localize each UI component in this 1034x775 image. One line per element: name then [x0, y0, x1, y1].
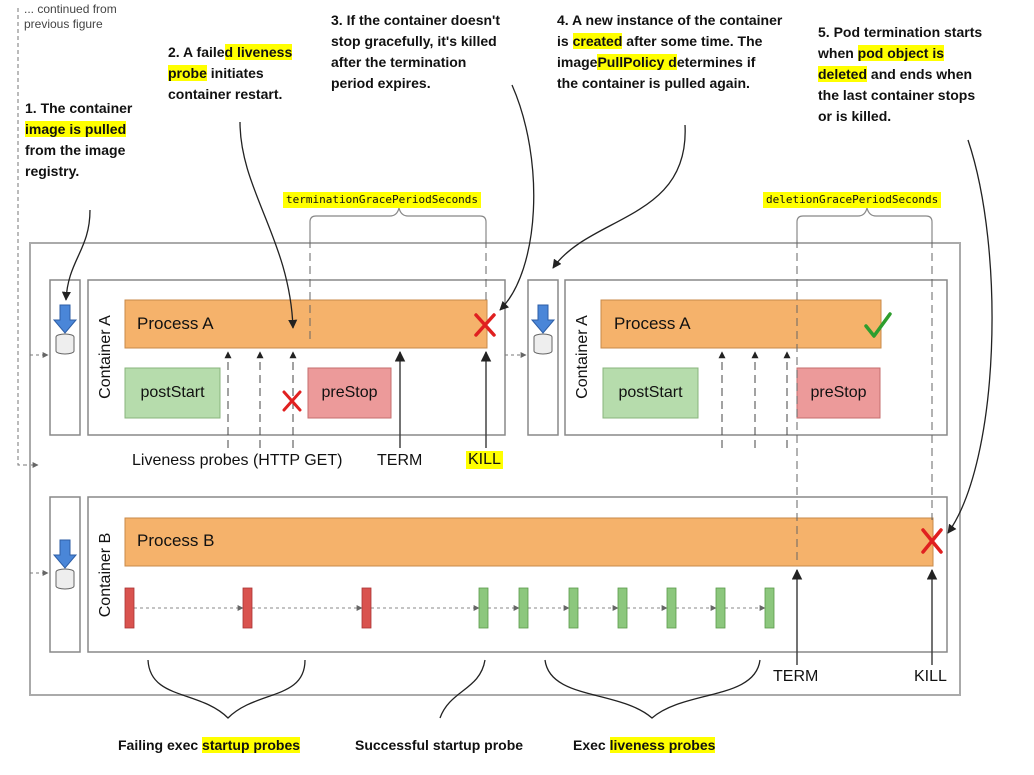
exec-liveness-probe [568, 587, 579, 629]
process-a2-bar [600, 299, 882, 349]
image-pull-icon [530, 304, 556, 355]
kill-x-icon [474, 313, 496, 337]
process-a2-label: Process A [614, 314, 691, 333]
image-pull-icon [52, 304, 78, 355]
exec-liveness-probe [518, 587, 529, 629]
callout-5: 5. Pod termination starts when pod objec… [818, 24, 983, 124]
post-start-a1-label: postStart [140, 384, 205, 401]
container-a1-label: Container A [97, 315, 114, 399]
liveness-probes-a2 [718, 351, 791, 448]
callout-3: 3. If the container doesn't stop gracefu… [331, 12, 501, 91]
post-start-a1-box [124, 367, 221, 419]
check-icon [864, 312, 892, 338]
exec-liveness-probe [764, 587, 775, 629]
exec-liveness-brace [544, 659, 761, 719]
callout-2-arrow [239, 121, 298, 329]
callout-3-arrow [499, 84, 535, 311]
exec-liveness-probe [617, 587, 628, 629]
container-a2-label: Container A [574, 315, 591, 399]
kill-label-a1: KILL [466, 451, 503, 469]
kill-x-icon [921, 528, 943, 554]
callout-4-arrow [552, 124, 686, 269]
failing-probes-brace [147, 659, 306, 719]
post-start-a2-label: postStart [618, 384, 683, 401]
continued-note: ... continued from previous figure [24, 2, 117, 31]
process-b-label: Process B [137, 531, 215, 550]
successful-probe-brace [439, 659, 486, 719]
continued-connector [17, 8, 39, 468]
termination-grace-bracket [309, 207, 487, 340]
post-start-a2-box [602, 367, 699, 419]
deletion-grace-label: deletionGracePeriodSeconds [763, 192, 942, 208]
callout-2: 2. A failed liveness probe initiates con… [168, 44, 293, 102]
failed-probe-x-icon [282, 390, 302, 412]
pre-stop-a2-label: preStop [810, 384, 867, 401]
callout-1-arrow [61, 209, 91, 301]
pre-stop-a1-box [307, 367, 392, 419]
termination-grace-label: terminationGracePeriodSeconds [283, 192, 482, 208]
process-a1-label: Process A [137, 314, 214, 333]
liveness-probes-label: Liveness probes (HTTP GET) [132, 452, 343, 469]
callout-5-arrow [947, 139, 993, 534]
liveness-probes-a1 [224, 351, 297, 448]
successful-startup-probe [478, 587, 489, 629]
exec-liveness-probe [715, 587, 726, 629]
term-label-a1: TERM [377, 452, 423, 469]
failed-startup-probe [361, 587, 372, 629]
pre-stop-a1-label: preStop [321, 384, 378, 401]
failed-startup-probe [242, 587, 253, 629]
outer-frame [29, 242, 961, 696]
process-a1-bar [124, 299, 488, 349]
failed-startup-probe [124, 587, 135, 629]
container-b-label: Container B [97, 532, 114, 618]
process-b-bar [124, 517, 934, 567]
failing-startup-probes-label: Failing exec startup probes [118, 737, 301, 753]
callout-4: 4. A new instance of the container is cr… [557, 12, 783, 91]
image-pull-icon [52, 539, 78, 590]
pull-box-a1 [49, 279, 81, 436]
deletion-grace-bracket [796, 207, 933, 560]
term-label-b: TERM [773, 668, 819, 685]
kill-label-b: KILL [914, 668, 947, 685]
exec-liveness-probe [666, 587, 677, 629]
successful-startup-probe-label: Successful startup probe [355, 737, 524, 753]
callout-1: 1. The container image is pulled from th… [25, 100, 133, 179]
exec-liveness-probes-label: Exec liveness probes [573, 737, 716, 753]
pre-stop-a2-box [796, 367, 881, 419]
pull-box-a2 [527, 279, 559, 436]
